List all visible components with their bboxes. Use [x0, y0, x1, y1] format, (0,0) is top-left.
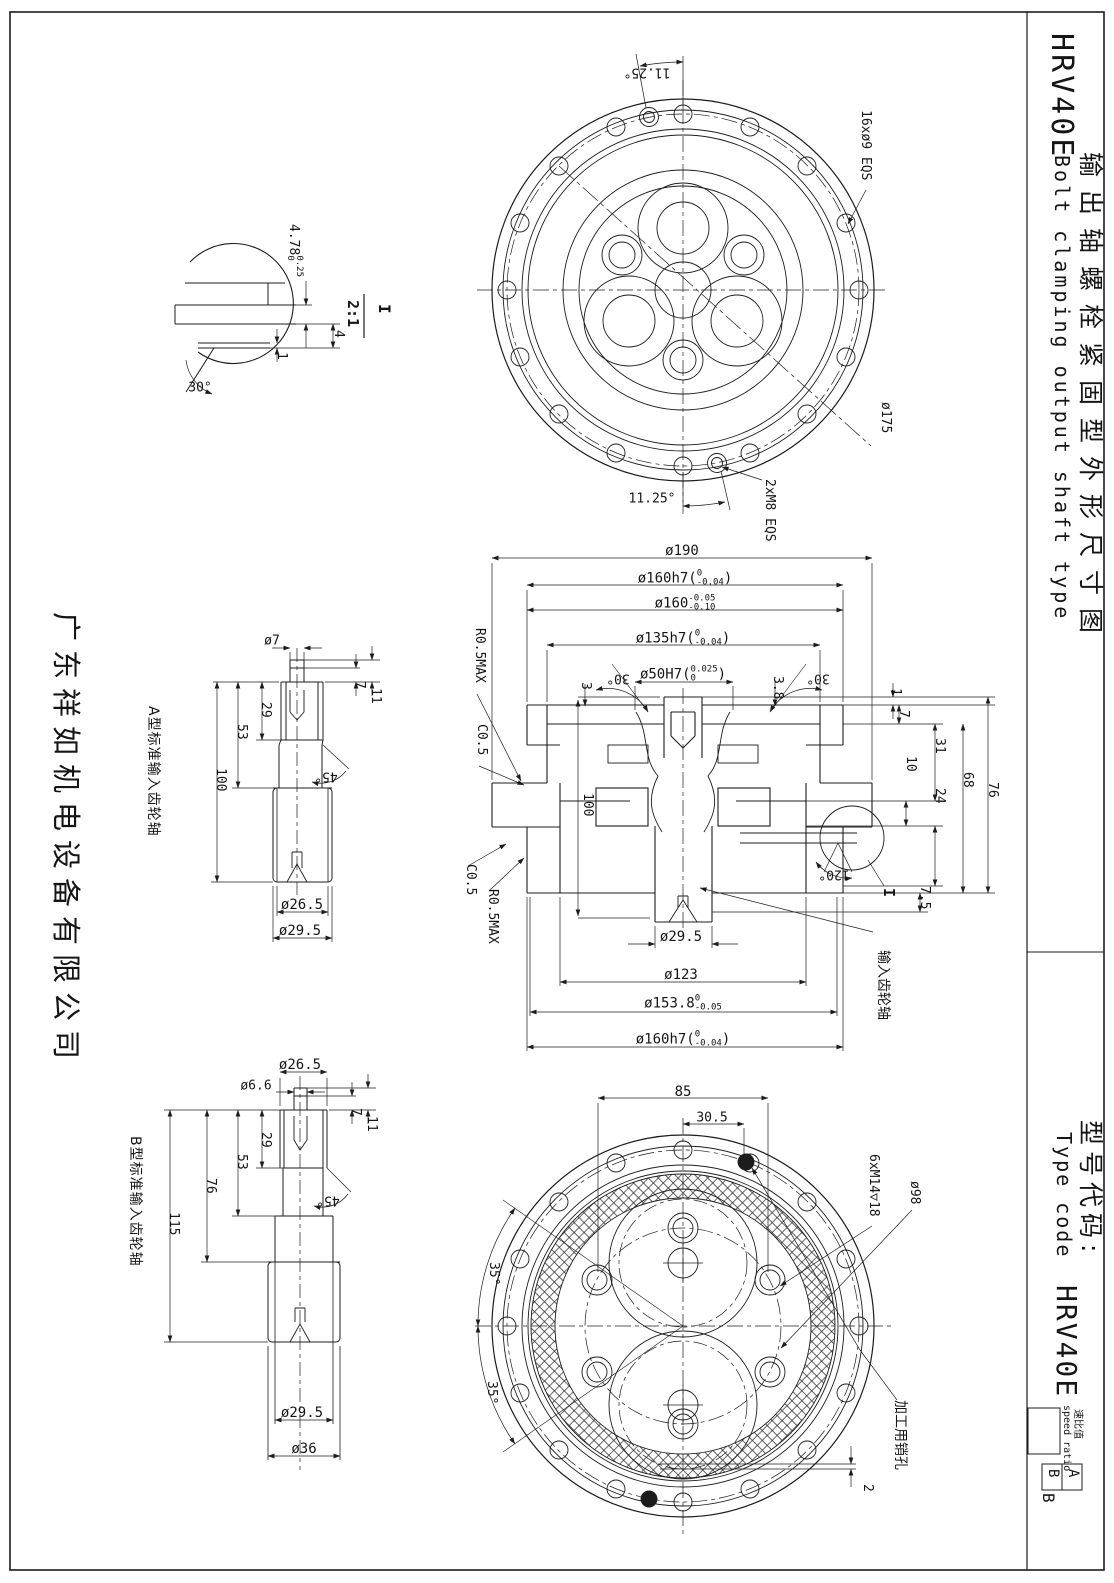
bottom-tapped-note: 6xM14▽18: [866, 1154, 881, 1217]
shaft-b-t53-dim: 53: [234, 1154, 249, 1170]
front-angle-top-dim: 11.25°: [623, 64, 671, 80]
section-off38-dim: 3.8: [770, 676, 785, 700]
shaft-a-t29-dim: 29: [258, 702, 273, 718]
detail-depth-dim: 4: [331, 330, 346, 338]
section-t31-dim: 31: [932, 738, 947, 754]
front-view-linework: [477, 53, 889, 514]
m14-holes: [581, 1212, 786, 1440]
section-r05max-1-note: R0.5MAX: [472, 628, 487, 683]
section-d160-dim: ø160-0.05-0.10: [654, 593, 716, 613]
shaft-a-label: A型标准输入齿轮轴: [145, 706, 161, 837]
shaft-b-chamfer-dim: 45°: [316, 1192, 340, 1208]
bottom-view-linework: [475, 1095, 913, 1536]
option-a: A: [1065, 1469, 1081, 1478]
front-angle-bottom-dim: 11.25°: [628, 491, 676, 507]
speed-ratio-label-cn: 速比值: [1072, 1409, 1083, 1439]
frame: [9, 11, 1105, 1571]
section-d160h7-top-dim: ø160h7(0-0.04): [637, 568, 733, 588]
section-angle30-right-dim: 30°: [806, 670, 830, 686]
shaft-b-t11-dim: 11: [364, 1116, 379, 1132]
shaft-a-d7-dim: ø7: [264, 633, 280, 649]
shaft-a-d295-dim: ø29.5: [278, 923, 322, 939]
section-detail-ref-label: I: [880, 888, 898, 898]
shaft-b-label: B型标准输入齿轮轴: [127, 1136, 143, 1267]
section-t68-dim: 68: [960, 772, 975, 788]
speed-ratio-box: [1027, 1407, 1061, 1455]
company-name: 广东祥如机电设备有限公司: [49, 612, 83, 1069]
shaft-b-t7-dim: 7: [348, 1108, 363, 1116]
section-t75-dim: 7.5: [917, 886, 932, 910]
bottom-ang35-1-dim: 35°: [486, 1262, 501, 1286]
bottom-d98-dim: ø98: [907, 1181, 922, 1205]
sheet-title-cn: 输出轴螺栓紧固型外形尺寸图: [1076, 152, 1105, 647]
selected-option: B: [1039, 1493, 1058, 1503]
type-code-model: HRV40E: [1050, 1285, 1083, 1399]
option-b: B: [1045, 1469, 1061, 1478]
section-angle120-dim: 120°: [818, 866, 850, 882]
front-tapped-holes-note: 2xM8 EQS: [762, 479, 777, 542]
shaft-b-t76-dim: 76: [203, 1178, 218, 1194]
section-off1-dim: 1: [888, 688, 903, 696]
pin-holes: [640, 1153, 755, 1508]
section-d123-dim: ø123: [664, 967, 698, 983]
shaft-b-d36-dim: ø36: [291, 1441, 317, 1457]
detail-balloon-label: I: [375, 304, 394, 314]
detail-chamfer-angle-dim: 30°: [188, 380, 212, 396]
type-code-label-cn: 型号代码:: [1076, 1120, 1105, 1259]
shaft-b-t115-dim: 115: [166, 1212, 181, 1236]
section-view-linework: [467, 555, 995, 1051]
bottom-w305-dim: 30.5: [696, 1110, 728, 1126]
shaft-a-chamfer-dim: 45°: [314, 768, 338, 784]
bottom-ang35-2-dim: 35°: [484, 1381, 499, 1405]
section-d160h7-bottom-dim: ø160h7(0-0.04): [635, 1029, 731, 1049]
section-len100-dim: 100: [580, 793, 595, 817]
detail-offset-dim: 1: [274, 352, 289, 360]
section-c05-1-note: C0.5: [474, 724, 489, 756]
section-d190-dim: ø190: [665, 543, 699, 559]
m8-holes: [639, 107, 727, 473]
shaft-b-linework: [164, 1069, 376, 1470]
shaft-b-d265-dim: ø26.5: [278, 1057, 322, 1073]
speed-ratio-label-en: speed ratio: [1061, 1405, 1072, 1472]
bottom-pin-hole-label: 加工用销孔: [892, 1400, 908, 1470]
section-d295-dim: ø29.5: [659, 929, 703, 945]
section-t7-dim: 7: [896, 710, 911, 718]
section-angle30-left-dim: 30°: [606, 670, 630, 686]
shaft-a-t11-dim: 11: [368, 688, 383, 704]
shaft-a-linework: [211, 645, 380, 942]
shaft-a-t53-dim: 53: [234, 724, 249, 740]
sheet-title-en: Bolt clamping output shaft type: [1050, 155, 1074, 622]
section-t24-dim: 24: [932, 788, 947, 804]
shaft-a-t7-dim: 7: [352, 681, 367, 689]
shaft-b-d295-dim: ø29.5: [280, 1405, 324, 1421]
shaft-a-d265-dim: ø26.5: [280, 897, 324, 913]
section-t10-dim: 10: [903, 756, 918, 772]
section-off3-dim: 3: [578, 682, 593, 690]
section-d135h7-dim: ø135h7(0-0.04): [635, 628, 731, 648]
section-r05max-2-note: R0.5MAX: [485, 889, 500, 944]
spur-gears: [608, 1188, 758, 1480]
type-code-label-en: Type code: [1052, 1132, 1076, 1259]
front-bolt-circle-dim: ø175: [878, 402, 893, 434]
section-t76-dim: 76: [985, 782, 1000, 798]
sheet-model: HRV40E: [1044, 33, 1079, 160]
detail-view-linework: [174, 243, 365, 395]
section-c05-2-note: C0.5: [463, 864, 478, 896]
bottom-t2-dim: 2: [860, 1484, 875, 1492]
shaft-b-t29-dim: 29: [258, 1132, 273, 1148]
shaft-a-t100-dim: 100: [213, 768, 228, 792]
bottom-w85-dim: 85: [674, 1084, 692, 1100]
front-bolt-holes-note: 16xø9 EQS: [858, 110, 873, 181]
shaft-b-d66-dim: ø6.6: [240, 1078, 272, 1094]
section-input-shaft-label: 输入齿轮轴: [875, 950, 891, 1020]
detail-scale: 2:1: [344, 300, 362, 328]
